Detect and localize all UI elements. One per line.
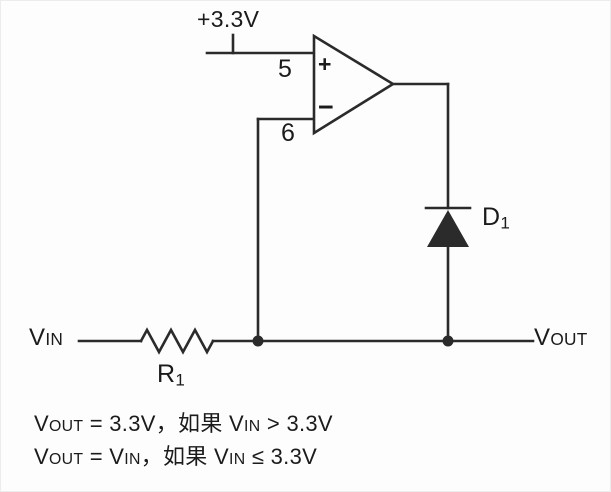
vout-label: VOUT <box>534 324 588 351</box>
supply-voltage-label: +3.3V <box>197 6 260 32</box>
resistor-zigzag <box>139 327 215 355</box>
opamp-triangle <box>312 33 396 136</box>
opamp-minus-input-sign: − <box>318 92 335 122</box>
opamp-pin5-number: 5 <box>278 55 293 83</box>
diode-label: D1 <box>482 203 511 233</box>
junction-dot-left <box>252 335 264 347</box>
formula-line-2: VOUT = VIN，如果 VIN ≤ 3.3V <box>34 444 318 469</box>
junction-dot-right <box>442 335 454 347</box>
diode-anode-triangle <box>427 210 469 247</box>
opamp-pin6-number: 6 <box>281 119 296 147</box>
formula-line-1: VOUT = 3.3V，如果 VIN > 3.3V <box>34 411 333 436</box>
resistor-label: R1 <box>157 360 186 390</box>
opamp-plus-input-sign: + <box>318 51 332 77</box>
vin-label: VIN <box>29 324 64 351</box>
